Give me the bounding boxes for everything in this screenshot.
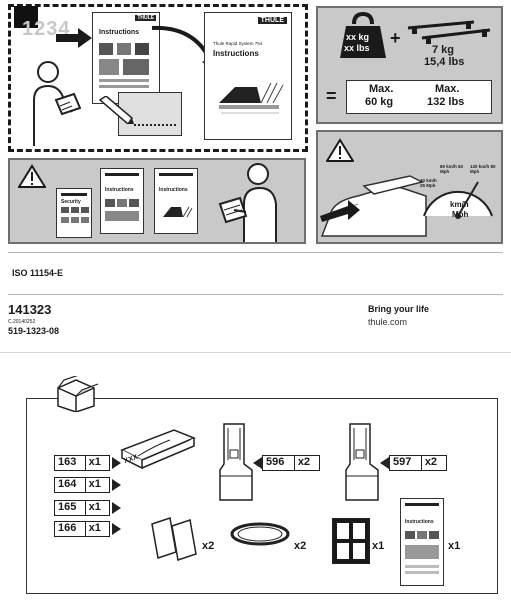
- weight-icon: [340, 12, 386, 58]
- thule-logo-large: THULE: [257, 17, 287, 24]
- part-num-164: 164: [55, 478, 86, 492]
- max-box: Max. 60 kg Max. 132 lbs: [346, 80, 492, 114]
- instructions-booklet-large: THULE Thule Rapid System 754 Instruction…: [204, 12, 292, 140]
- roof-box-illustration: [219, 82, 284, 114]
- foot-596-illustration: [219, 423, 253, 501]
- rack-kg: 7 kg: [432, 44, 455, 56]
- weight-lbs: xx lbs: [344, 43, 370, 53]
- doc-code: 519-1323-08: [8, 326, 60, 336]
- manual-title: Instructions: [405, 519, 434, 525]
- foot-596-num: 596: [263, 456, 295, 470]
- foot-596-arrow: [253, 457, 262, 469]
- footer-divider-1: [8, 252, 503, 253]
- part-row-165: 165 x1: [54, 500, 110, 516]
- foot-597-num: 597: [390, 456, 422, 470]
- foot-597-illustration: [345, 423, 379, 501]
- parts-frame: [26, 398, 498, 594]
- part-qty-163: x1: [88, 456, 101, 468]
- box-package-icon: [57, 376, 98, 412]
- roof-box-mini-illustration: [163, 206, 193, 218]
- instructions-booklet-small: THULE Instructions: [92, 12, 160, 104]
- part-num-166: 166: [55, 522, 86, 536]
- booklet-heading: Thule Rapid System 754: [213, 41, 263, 46]
- part-row-164: 164 x1: [54, 477, 110, 493]
- slogan: Bring your life: [368, 304, 430, 314]
- instructions-doc-b: Instructions: [154, 168, 198, 234]
- part-arrow-163: [112, 457, 121, 469]
- part-number: 141323: [8, 302, 52, 317]
- strip-qty: x2: [294, 540, 307, 552]
- security-doc: Security: [56, 188, 92, 238]
- part-num-165: 165: [55, 501, 86, 515]
- max-kg-label: Max.: [369, 83, 394, 95]
- part-arrow-166: [112, 523, 121, 535]
- part-arrow-165: [112, 502, 121, 514]
- instructions-doc-a: Instructions: [100, 168, 144, 234]
- dotted-line: [134, 124, 176, 126]
- footer-divider-3: [0, 352, 511, 353]
- part-arrow-164: [112, 479, 121, 491]
- instructions-doc-a-title: Instructions: [105, 187, 134, 193]
- rubber-pads-illustration: [151, 517, 197, 561]
- person-reading-right-icon: [218, 163, 277, 242]
- foot-597-label: 597 x2: [389, 455, 447, 471]
- equals-sign: =: [326, 86, 337, 106]
- car-with-roof-box-icon: [320, 175, 427, 237]
- instructions-doc-b-title: Instructions: [159, 187, 188, 193]
- part-num-163: 163: [55, 456, 86, 470]
- roof-bars-icon: [407, 20, 491, 44]
- instruction-manual-illustration: Instructions: [400, 498, 444, 586]
- booklet-instructions: Instructions: [213, 49, 259, 58]
- foot-597-arrow: [380, 457, 389, 469]
- speed-80: 80 km/h 50 Mph: [440, 164, 464, 174]
- weight-kg: xx kg: [346, 32, 370, 42]
- max-lbs-label: Max.: [435, 83, 460, 95]
- page-mark: [14, 6, 38, 28]
- sticker-sheet-illustration: [332, 518, 370, 564]
- instructions-title: Instructions: [99, 29, 140, 36]
- pencil-icon: [98, 96, 134, 124]
- speed-40: 40 km/h 25 Mph: [420, 178, 437, 188]
- iso-code: ISO 11154-E: [12, 268, 64, 278]
- speed-130: 130 km/h 80 Mph: [470, 164, 496, 174]
- speed-unit-kmh: km/h: [450, 200, 469, 209]
- thule-url[interactable]: thule.com: [368, 317, 408, 327]
- part-qty-164: x1: [88, 478, 101, 490]
- rack-lbs: 15,4 lbs: [424, 56, 465, 68]
- speedometer-icon: [423, 181, 493, 219]
- manual-qty: x1: [448, 540, 461, 552]
- max-kg: 60 kg: [365, 96, 394, 108]
- person-reading-icon: [33, 61, 82, 146]
- stickers-qty: x1: [372, 540, 385, 552]
- rack-pad-illustration: [120, 429, 196, 470]
- foot-596-qty: x2: [297, 456, 311, 468]
- arrow-right-icon: [56, 28, 92, 48]
- rubber-strip-coil-illustration: [230, 522, 290, 546]
- part-qty-166: x1: [88, 522, 101, 534]
- part-row-166: 166 x1: [54, 521, 110, 537]
- ref-small: C.20140252: [8, 319, 36, 325]
- plus-sign: +: [390, 28, 401, 48]
- footer-divider-2: [8, 294, 503, 295]
- speed-unit-mph: Mph: [452, 210, 469, 219]
- pads-qty: x2: [202, 540, 215, 552]
- part-qty-165: x1: [88, 501, 101, 513]
- security-title: Security: [61, 199, 81, 205]
- part-row-163: 163 x1: [54, 455, 110, 471]
- foot-596-label: 596 x2: [262, 455, 320, 471]
- thule-logo: THULE: [135, 15, 156, 21]
- warning-icon-speed: [326, 138, 354, 162]
- warning-icon: [18, 164, 46, 188]
- foot-597-qty: x2: [424, 456, 438, 468]
- max-lbs: 132 lbs: [427, 96, 465, 108]
